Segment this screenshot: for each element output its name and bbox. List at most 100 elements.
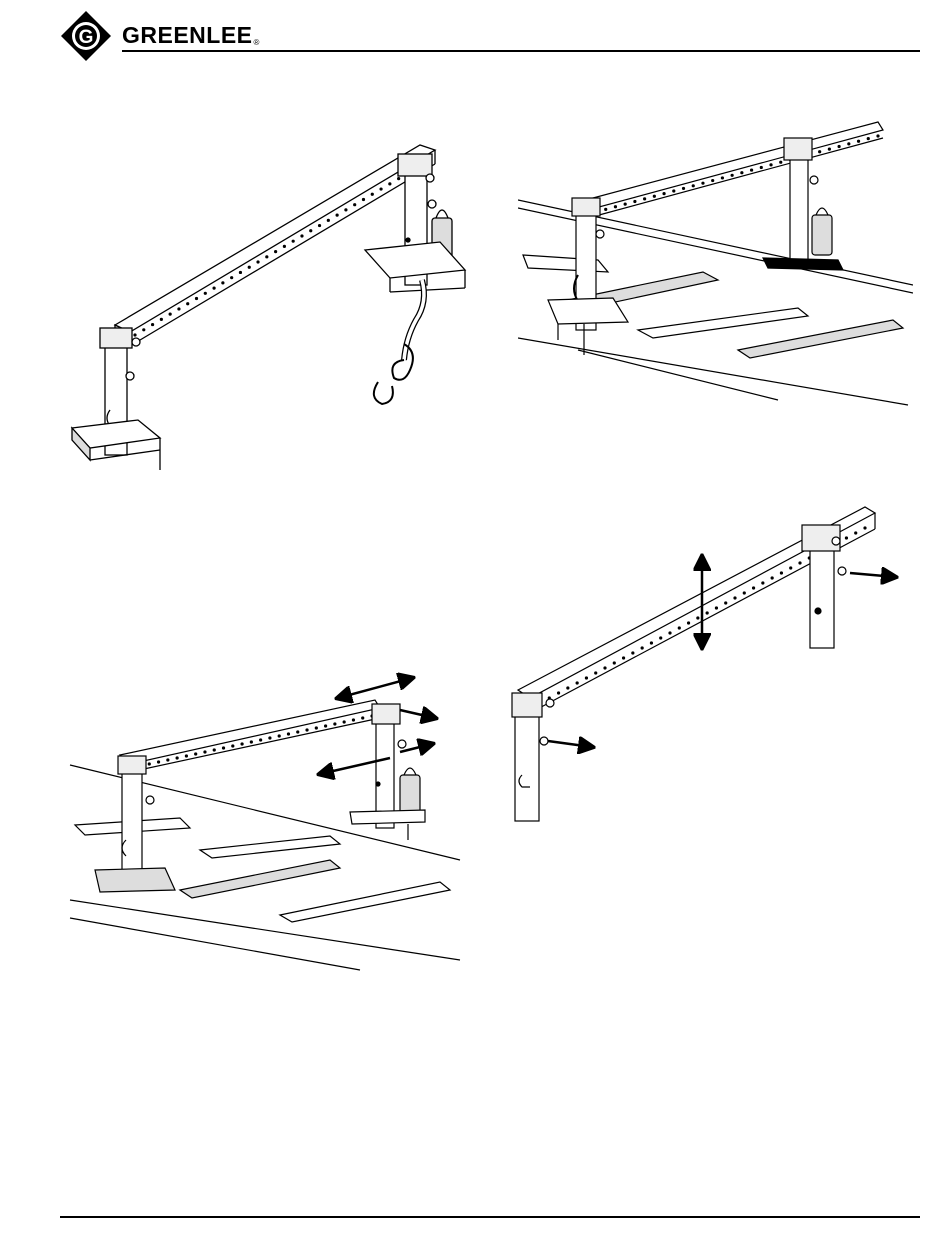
beam-hole	[397, 177, 400, 180]
beam-hole	[362, 198, 365, 201]
beam-hole	[631, 651, 634, 654]
beam-hole	[248, 266, 251, 269]
beam-hole	[876, 134, 879, 137]
beam-hole	[668, 631, 671, 634]
beam-hole	[633, 200, 636, 203]
beam-hole	[847, 142, 850, 145]
beam-hole	[333, 722, 336, 725]
beam-hole	[151, 323, 154, 326]
beam-hole	[576, 681, 579, 684]
beam-hole	[327, 219, 330, 222]
figure-standalone-assembly	[60, 120, 480, 500]
beam-hole	[142, 328, 145, 331]
beam-hole	[231, 744, 234, 747]
beam-hole	[222, 746, 225, 749]
figure-adjust-on-tray	[60, 660, 470, 980]
brand-text: GREENLEE	[122, 22, 253, 48]
beam-hole	[653, 195, 656, 198]
beam-hole	[566, 686, 569, 689]
beam-hole	[230, 276, 233, 279]
beam-hole	[259, 738, 262, 741]
beam-hole	[160, 318, 163, 321]
beam-hole	[818, 150, 821, 153]
beam-hole	[659, 636, 662, 639]
beam-hole	[798, 561, 801, 564]
beam-hole	[771, 576, 774, 579]
footer-rule	[60, 1216, 920, 1218]
beam-hole	[305, 728, 308, 731]
beam-hole	[344, 208, 347, 211]
beam-hole	[157, 760, 160, 763]
beam-hole	[250, 740, 253, 743]
beam-hole	[292, 240, 295, 243]
beam-hole	[268, 736, 271, 739]
beam-hole	[336, 214, 339, 217]
beam-hole	[213, 748, 216, 751]
beam-hole	[176, 756, 179, 759]
beam-hole	[352, 718, 355, 721]
beam-hole	[760, 166, 763, 169]
beam-hole	[274, 250, 277, 253]
beam-hole	[379, 187, 382, 190]
beam-hole	[740, 171, 743, 174]
greenlee-diamond-logo-icon: G	[60, 10, 112, 62]
beam-hole	[603, 666, 606, 669]
beam-hole	[678, 626, 681, 629]
beam-hole	[641, 646, 644, 649]
beam-support-with-hook-illustration	[60, 120, 480, 500]
beam-hole	[769, 163, 772, 166]
beam-hole	[278, 734, 281, 737]
beam-hole	[361, 716, 364, 719]
beam-hole	[353, 203, 356, 206]
beam-hole	[854, 531, 857, 534]
beam-hole	[318, 224, 321, 227]
beam-hole	[324, 724, 327, 727]
beam-hole	[845, 536, 848, 539]
beam-hole	[643, 197, 646, 200]
beam-hole	[203, 750, 206, 753]
beam-hole	[867, 137, 870, 140]
beam-hole	[662, 192, 665, 195]
beam-hole	[650, 641, 653, 644]
beam-hole	[779, 161, 782, 164]
header-rule	[122, 50, 920, 52]
beam-hole	[133, 333, 136, 336]
beam-hole	[204, 292, 207, 295]
beam-support-on-cable-tray-illustration	[518, 110, 913, 410]
beam-hole	[750, 168, 753, 171]
beam-hole	[613, 661, 616, 664]
beam-hole	[789, 566, 792, 569]
beam-hole	[296, 730, 299, 733]
beam-adjustment-arrows-illustration	[60, 660, 470, 980]
beam-hole	[687, 621, 690, 624]
page-header: G GREENLEE®	[0, 0, 950, 60]
beam-hole	[212, 286, 215, 289]
beam-hole	[863, 526, 866, 529]
beam-hole	[185, 754, 188, 757]
beam-hole	[194, 752, 197, 755]
beam-hole	[594, 671, 597, 674]
beam-hole	[614, 205, 617, 208]
beam-hole	[743, 591, 746, 594]
beam-hole	[838, 145, 841, 148]
brand-name: GREENLEE®	[122, 22, 260, 49]
beam-hole	[388, 182, 391, 185]
beam-hole	[300, 234, 303, 237]
beam-hole	[371, 193, 374, 196]
beam-hole	[256, 260, 259, 263]
beam-hole	[857, 140, 860, 143]
beam-hole	[265, 255, 268, 258]
registered-mark: ®	[254, 38, 260, 47]
beam-hole	[585, 676, 588, 679]
beam-hole	[672, 189, 675, 192]
beam-hole	[557, 691, 560, 694]
beam-hole	[682, 187, 685, 190]
figure-height-adjust	[500, 495, 910, 835]
beam-hole	[315, 726, 318, 729]
logo-letter: G	[79, 27, 94, 48]
beam-hole	[752, 586, 755, 589]
beam-hole	[701, 182, 704, 185]
beam-hole	[287, 732, 290, 735]
beam-hole	[622, 656, 625, 659]
beam-hole	[169, 313, 172, 316]
